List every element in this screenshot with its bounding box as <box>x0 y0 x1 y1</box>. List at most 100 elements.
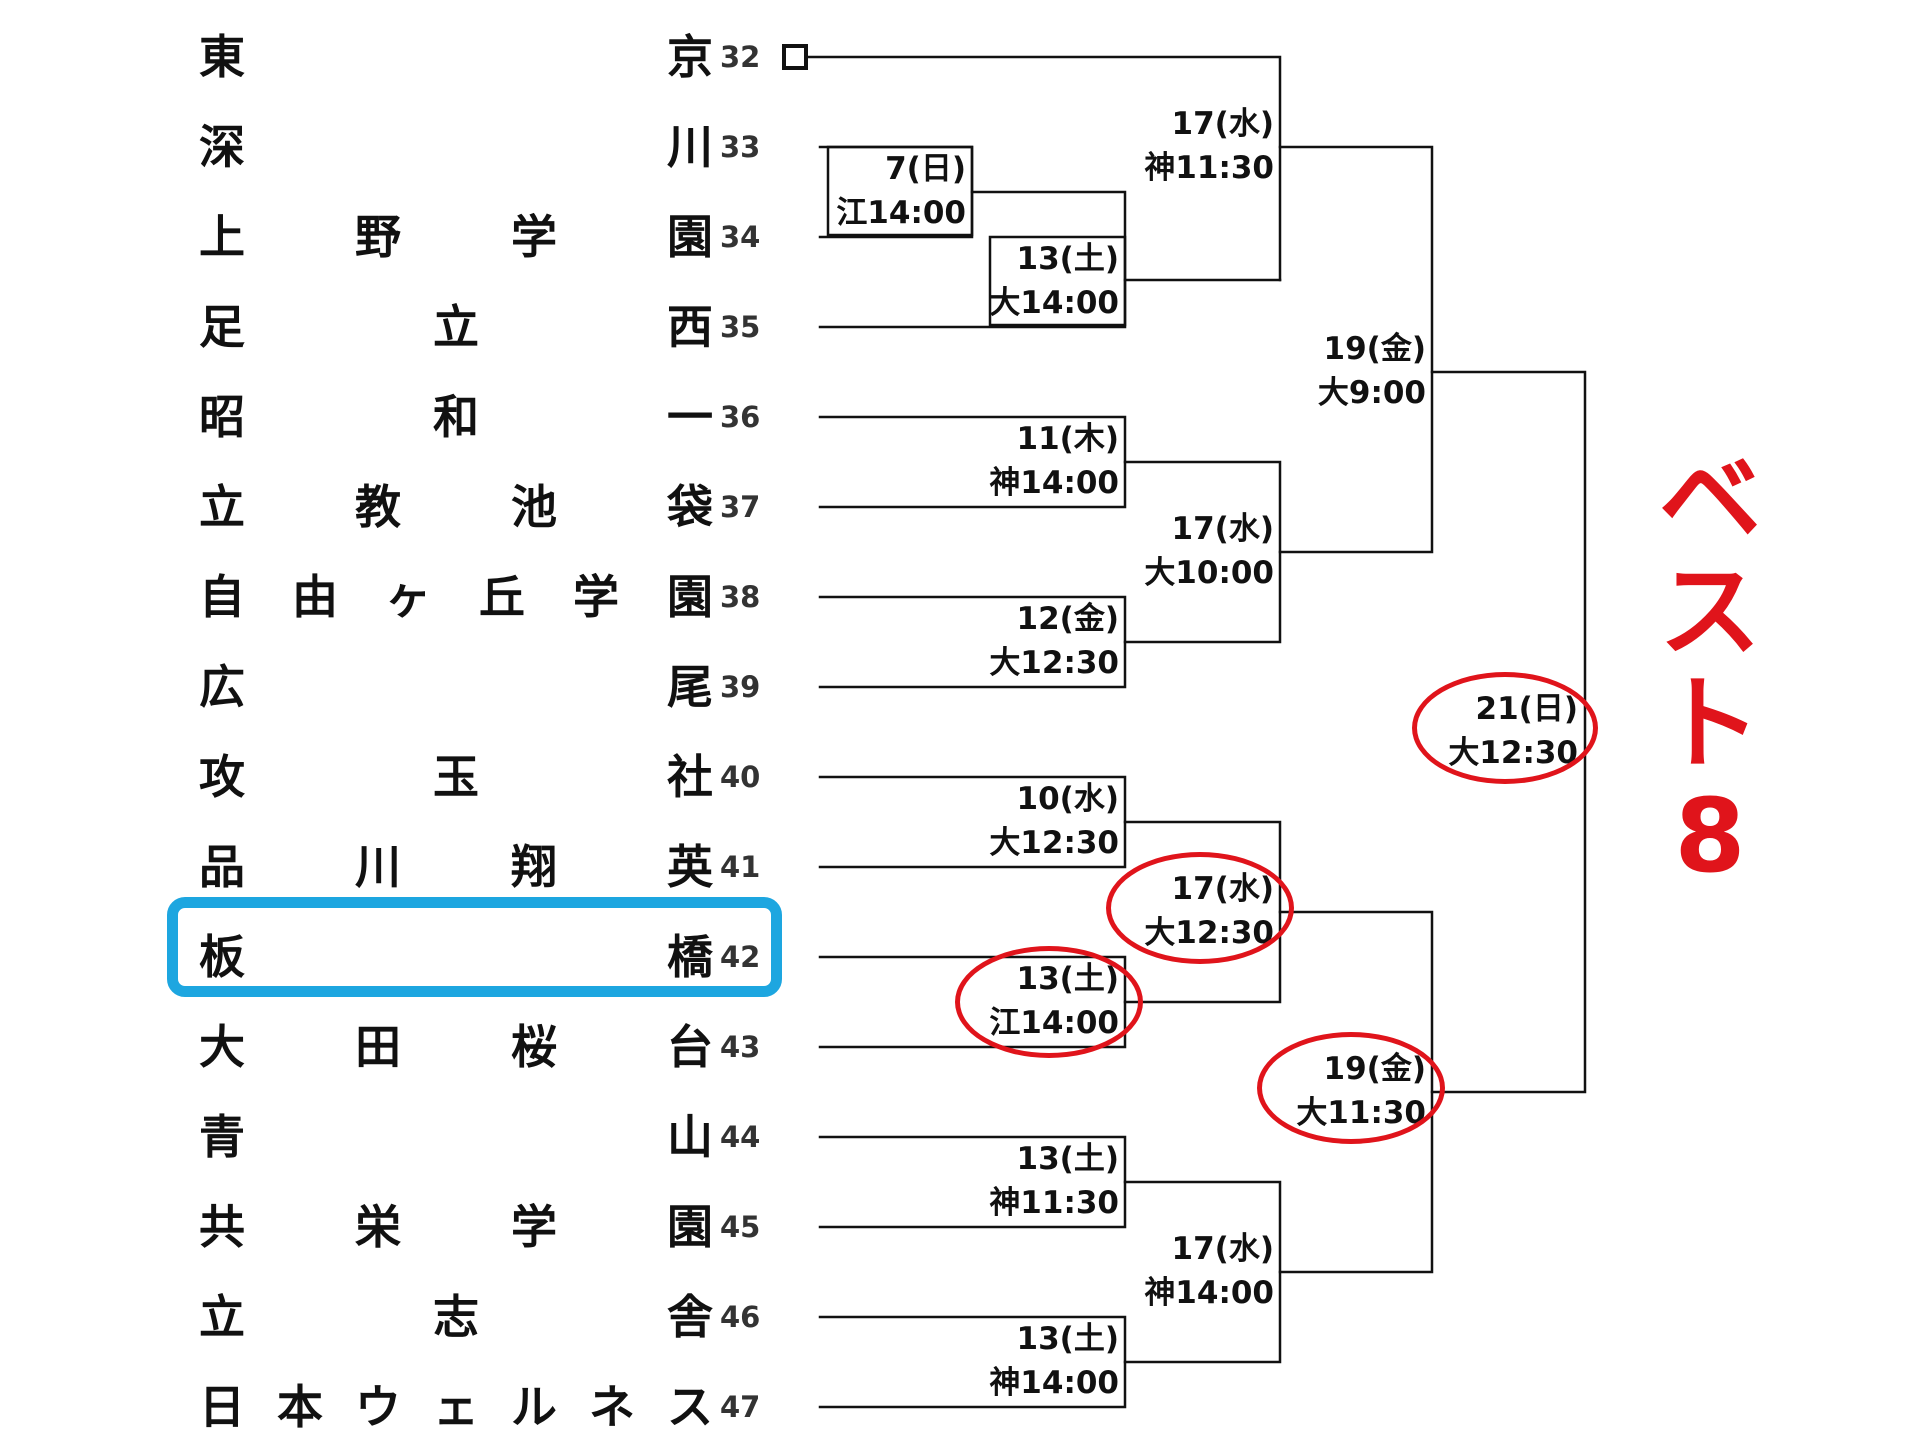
highlight-box <box>167 897 782 997</box>
annotation-char: ス <box>1659 553 1761 672</box>
team-name-char: ル <box>511 1380 557 1434</box>
bracket-line <box>1278 145 1434 554</box>
team-list: 東 京 32 深 川 33 上 野 学 園 34 足 立 西 35 昭 和 一 … <box>0 0 800 1440</box>
match-date: 7(日) <box>885 151 966 187</box>
team-name-char: 舎 <box>667 1290 713 1344</box>
team-row: 品 川 翔 英 41 <box>0 822 800 912</box>
team-number: 43 <box>720 1030 761 1064</box>
red-circle <box>1412 672 1598 784</box>
team-name-char: 学 <box>511 210 557 264</box>
team-name-char: ス <box>667 1380 713 1434</box>
team-name-char: 翔 <box>511 840 557 894</box>
team-number: 33 <box>720 130 761 164</box>
team-name-char: 英 <box>667 840 713 894</box>
match-time: 大12:30 <box>989 645 1119 681</box>
bracket-line <box>806 55 1282 282</box>
team-name-char: 立 <box>433 300 479 354</box>
team-name-char: 深 <box>199 120 245 174</box>
bracket-line <box>1123 460 1282 644</box>
match-date: 17(水) <box>1171 1231 1274 1267</box>
team-name-char: 山 <box>667 1110 713 1164</box>
team-name-char: 丘 <box>479 570 525 624</box>
match-date: 11(木) <box>1016 421 1119 457</box>
match-date: 13(土) <box>1016 241 1119 277</box>
match-label-frame <box>826 145 974 237</box>
team-number: 34 <box>720 220 761 254</box>
match-label: 17(水) 神11:30 <box>1134 102 1274 190</box>
team-name-char: 本 <box>277 1380 323 1434</box>
match-time: 江14:00 <box>836 195 966 231</box>
team-name-char: ェ <box>433 1380 479 1434</box>
team-name-char: 西 <box>667 300 713 354</box>
team-name-char: 学 <box>511 1200 557 1254</box>
match-time: 神14:00 <box>1144 1275 1274 1311</box>
red-circle <box>955 946 1143 1058</box>
team-name-char: 攻 <box>199 750 245 804</box>
team-name-char: 足 <box>199 300 245 354</box>
team-name-char: 立 <box>199 480 245 534</box>
best8-annotation: ベ ス ト 8 <box>1655 445 1765 893</box>
team-name-char: 共 <box>199 1200 245 1254</box>
match-time: 大10:00 <box>1144 555 1274 591</box>
match-time: 神14:00 <box>989 1365 1119 1401</box>
match-label: 17(水) 大10:00 <box>1134 507 1274 595</box>
team-name-char: ウ <box>355 1380 401 1434</box>
match-date: 12(金) <box>1016 601 1119 637</box>
match-label: 7(日) 江14:00 <box>832 147 966 235</box>
team-name-char: 一 <box>667 390 713 444</box>
team-number: 41 <box>720 850 761 884</box>
team-name-char: 桜 <box>511 1020 557 1074</box>
team-row: 広 尾 39 <box>0 642 800 732</box>
team-row: 立 教 池 袋 37 <box>0 462 800 552</box>
team-row: 共 栄 学 園 45 <box>0 1182 800 1272</box>
team-name-char: 志 <box>433 1290 479 1344</box>
team-number: 42 <box>720 940 761 974</box>
team-name-char: 上 <box>199 210 245 264</box>
match-label: 11(木) 神14:00 <box>985 417 1119 505</box>
team-number: 36 <box>720 400 761 434</box>
match-label: 13(土) 神14:00 <box>985 1317 1119 1405</box>
match-date: 17(水) <box>1171 511 1274 547</box>
team-name-char: 日 <box>199 1380 245 1434</box>
match-label: 13(土) 神11:30 <box>985 1137 1119 1225</box>
team-number: 32 <box>720 40 761 74</box>
team-name-char: 園 <box>667 210 713 264</box>
match-time: 神11:30 <box>989 1185 1119 1221</box>
team-name-char: 尾 <box>667 660 713 714</box>
team-row: 青 山 44 <box>0 1092 800 1182</box>
team-number: 39 <box>720 670 761 704</box>
team-name-char: 京 <box>667 30 713 84</box>
team-name-char: ネ <box>589 1380 635 1434</box>
team-number: 47 <box>720 1390 761 1424</box>
team-name-char: 昭 <box>199 390 245 444</box>
team-name-char: 橋 <box>667 930 713 984</box>
team-name-char: 東 <box>199 30 245 84</box>
team-number: 40 <box>720 760 761 794</box>
match-time: 大9:00 <box>1317 375 1426 411</box>
red-circle <box>1257 1032 1445 1144</box>
red-circle <box>1106 852 1294 964</box>
match-label-frame <box>988 235 1127 327</box>
team-name-char: 学 <box>573 570 619 624</box>
team-row: 板 橋 42 <box>0 912 800 1002</box>
match-time: 神11:30 <box>1144 150 1274 186</box>
team-row: 自 由 ヶ 丘 学 園 38 <box>0 552 800 642</box>
team-name-char: 袋 <box>667 480 713 534</box>
team-number: 44 <box>720 1120 761 1154</box>
team-number: 35 <box>720 310 761 344</box>
annotation-char: ト <box>1659 665 1761 784</box>
team-name-char: 由 <box>292 570 338 624</box>
team-row: 足 立 西 35 <box>0 282 800 372</box>
team-name-char: 川 <box>355 840 401 894</box>
match-label: 19(金) 大9:00 <box>1288 327 1426 415</box>
team-name-char: ヶ <box>385 570 431 624</box>
team-row: 深 川 33 <box>0 102 800 192</box>
match-time: 神14:00 <box>989 465 1119 501</box>
annotation-char: ベ <box>1659 441 1761 560</box>
team-name-char: 大 <box>199 1020 245 1074</box>
team-name-char: 池 <box>511 480 557 534</box>
team-name-char: 台 <box>667 1020 713 1074</box>
team-row: 立 志 舎 46 <box>0 1272 800 1362</box>
team-row: 大 田 桜 台 43 <box>0 1002 800 1092</box>
team-name-char: 自 <box>199 570 245 624</box>
